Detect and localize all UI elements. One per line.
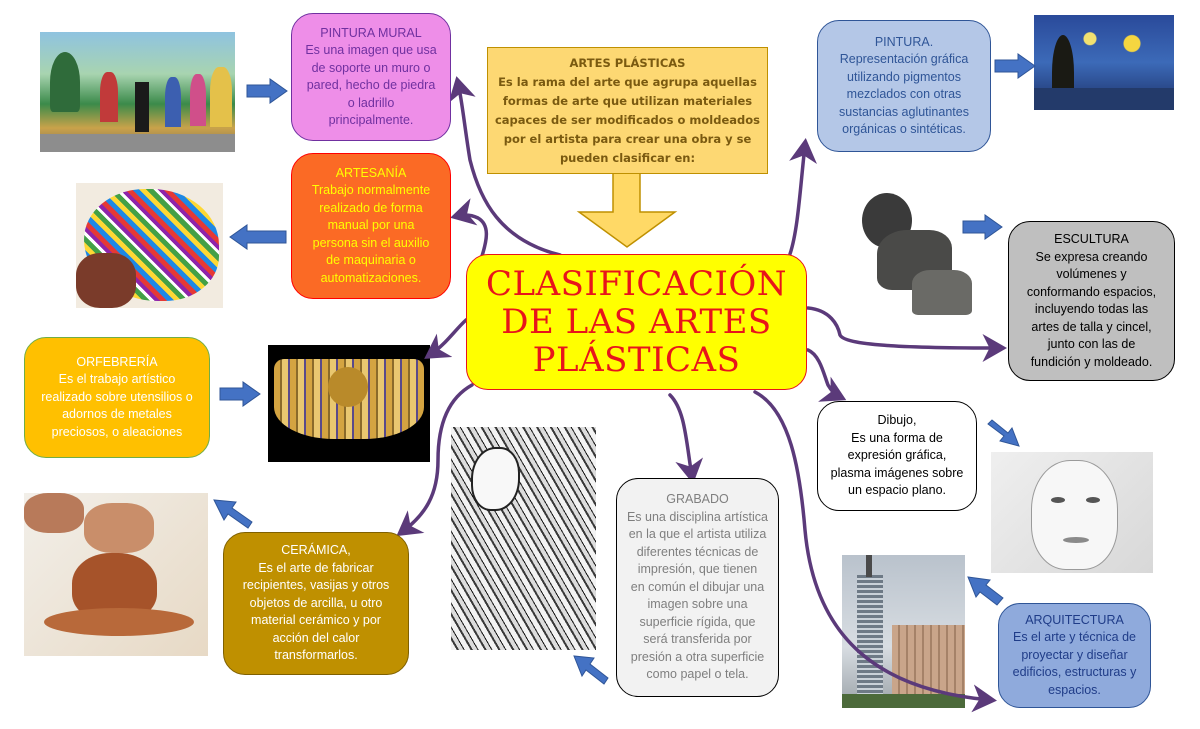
category-description: Es una imagen que usa de soporte un muro… [305, 43, 437, 127]
category-ceramica: CERÁMICA, Es el arte de fabricar recipie… [223, 532, 409, 675]
category-title: ARQUITECTURA [1025, 612, 1124, 627]
block-arrow-artesania [229, 224, 287, 250]
category-description: Es una disciplina artística en la que el… [626, 509, 769, 682]
block-arrow-dibujo [987, 419, 1020, 447]
category-arquitectura: ARQUITECTURA Es el arte y técnica de pro… [998, 603, 1151, 708]
central-title: CLASIFICACIÓN DE LAS ARTES PLÁSTICAS [485, 264, 788, 380]
intro-body: Es la rama del arte que agrupa aquellas … [494, 74, 761, 165]
engraving-photo [451, 427, 596, 650]
connector-to-grabado [668, 393, 704, 484]
starry-night-photo [1034, 15, 1174, 110]
torre-latino-photo [842, 555, 965, 708]
category-orfebreria: ORFEBRERÍA Es el trabajo artístico reali… [24, 337, 210, 458]
mural-photo [40, 32, 235, 152]
pottery-wheel-photo [24, 493, 208, 656]
category-title: GRABADO [666, 492, 729, 507]
category-description: Es el arte y técnica de proyectar y dise… [1012, 630, 1137, 697]
category-title: Dibujo, [877, 413, 917, 428]
connector-to-dibujo [806, 348, 847, 402]
category-title: CERÁMICA, [281, 543, 351, 558]
category-artesania: ARTESANÍA Trabajo normalmente realizado … [291, 153, 451, 299]
category-title: ESCULTURA [1054, 232, 1129, 246]
block-arrow-ceramica [213, 499, 253, 529]
category-pintura-mural: PINTURA MURAL Es una imagen que usa de s… [291, 13, 451, 141]
category-description: Es el trabajo artístico realizado sobre … [41, 372, 193, 439]
block-arrow-orfebreria [219, 381, 261, 407]
intro-box: ARTES PLÁSTICAS Es la rama del arte que … [487, 47, 768, 174]
block-arrow-pintura [994, 53, 1036, 79]
category-description: Trabajo normalmente realizado de forma m… [311, 183, 431, 285]
block-arrow-grabado [573, 655, 609, 685]
connector-to-orfebreria [424, 318, 468, 359]
intro-title: ARTES PLÁSTICAS [569, 55, 686, 70]
central-title-box: CLASIFICACIÓN DE LAS ARTES PLÁSTICAS [466, 254, 807, 390]
gold-bracelet-photo [268, 345, 430, 462]
category-title: ORFEBRERÍA [76, 354, 158, 369]
connector-to-pintura [788, 138, 817, 256]
pencil-portrait-photo [991, 452, 1153, 573]
category-description: Es el arte de fabricar recipientes, vasi… [242, 560, 390, 663]
huichol-beaded-jaguar-photo [76, 183, 223, 308]
category-title: PINTURA MURAL [320, 25, 422, 40]
category-description: Es una forma de expresión gráfica, plasm… [830, 430, 964, 498]
block-arrow-mural [246, 78, 288, 104]
category-dibujo: Dibujo, Es una forma de expresión gráfic… [817, 401, 977, 511]
category-description: Se expresa creando volúmenes y conforman… [1026, 249, 1157, 369]
category-description: Representación gráfica utilizando pigmen… [839, 52, 969, 136]
block-arrow-arquitectura [967, 576, 1004, 606]
category-title: PINTURA. [874, 34, 934, 49]
down-arrow [576, 171, 678, 248]
category-pintura: PINTURA. Representación gráfica utilizan… [817, 20, 991, 152]
category-escultura: ESCULTURA Se expresa creando volúmenes y… [1008, 221, 1175, 381]
category-grabado: GRABADO Es una disciplina artística en l… [616, 478, 779, 697]
category-title: ARTESANÍA [335, 165, 407, 180]
thinker-sculpture-photo [852, 185, 977, 315]
connector-to-artesania [450, 198, 489, 258]
